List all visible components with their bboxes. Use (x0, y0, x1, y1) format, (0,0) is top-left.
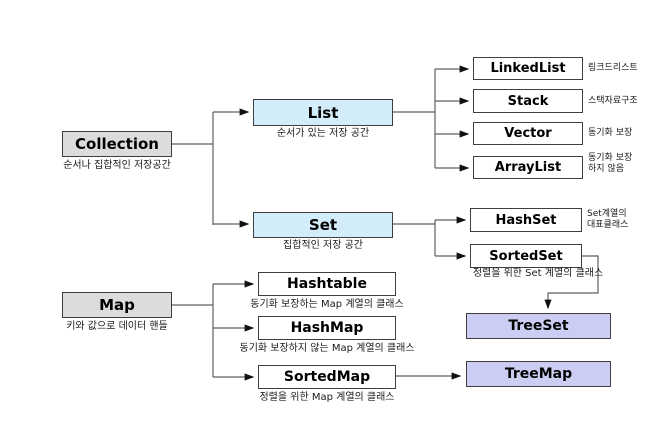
node-sortedset-label: SortedSet (489, 248, 563, 264)
node-linkedlist-note: 링크드리스트 (588, 63, 638, 73)
node-sortedmap-caption: 정렬을 위한 Map 계열의 클래스 (259, 392, 395, 403)
node-vector-label: Vector (504, 126, 552, 141)
node-hashmap-caption: 동기화 보장하지 않는 Map 계열의 클래스 (239, 343, 415, 354)
node-stack: Stack (473, 89, 583, 113)
node-list-label: List (307, 103, 339, 122)
node-list-caption: 순서가 있는 저장 공간 (276, 128, 370, 139)
node-linkedlist-label: LinkedList (490, 61, 566, 76)
node-hashtable-caption: 동기화 보장하는 Map 계열의 클래스 (250, 299, 404, 310)
node-list: List (253, 99, 393, 126)
node-stack-label: Stack (507, 93, 549, 109)
node-arraylist-label: ArrayList (494, 160, 562, 175)
node-treeset-label: TreeSet (508, 318, 569, 334)
node-collection: Collection (62, 131, 172, 157)
node-hashset-label: HashSet (495, 212, 557, 228)
node-vector-note: 동기화 보장 (588, 128, 633, 138)
node-sortedset: SortedSet (470, 244, 582, 268)
node-sortedmap-label: SortedMap (283, 369, 371, 385)
node-set-label: Set (308, 216, 338, 234)
node-collection-caption: 순서나 집합적인 저장공간 (63, 160, 171, 171)
node-arraylist: ArrayList (473, 156, 583, 179)
node-hashset: HashSet (470, 208, 582, 232)
node-sortedset-caption: 정렬을 위한 Set 계열의 클래스 (472, 268, 604, 279)
node-hashtable-label: Hashtable (287, 276, 367, 292)
node-arraylist-note: 동기화 보장 하지 않음 (588, 153, 633, 174)
node-hashset-note: Set계열의 대표클래스 (587, 209, 629, 230)
node-hashtable: Hashtable (258, 272, 396, 296)
node-map: Map (62, 292, 172, 318)
node-linkedlist: LinkedList (473, 57, 583, 80)
node-map-caption: 키와 값으로 데이터 핸들 (66, 321, 168, 332)
node-sortedmap: SortedMap (258, 365, 396, 389)
node-hashmap: HashMap (258, 316, 396, 340)
node-map-label: Map (99, 296, 135, 314)
node-treeset: TreeSet (466, 313, 611, 339)
node-set: Set (253, 212, 393, 238)
node-treemap-label: TreeMap (504, 366, 573, 382)
node-vector: Vector (473, 122, 583, 145)
node-stack-note: 스택자료구조 (588, 96, 638, 106)
node-hashmap-label: HashMap (290, 320, 364, 336)
node-set-caption: 집합적인 저장 공간 (283, 240, 363, 251)
node-treemap: TreeMap (466, 361, 611, 387)
node-collection-label: Collection (75, 135, 159, 153)
